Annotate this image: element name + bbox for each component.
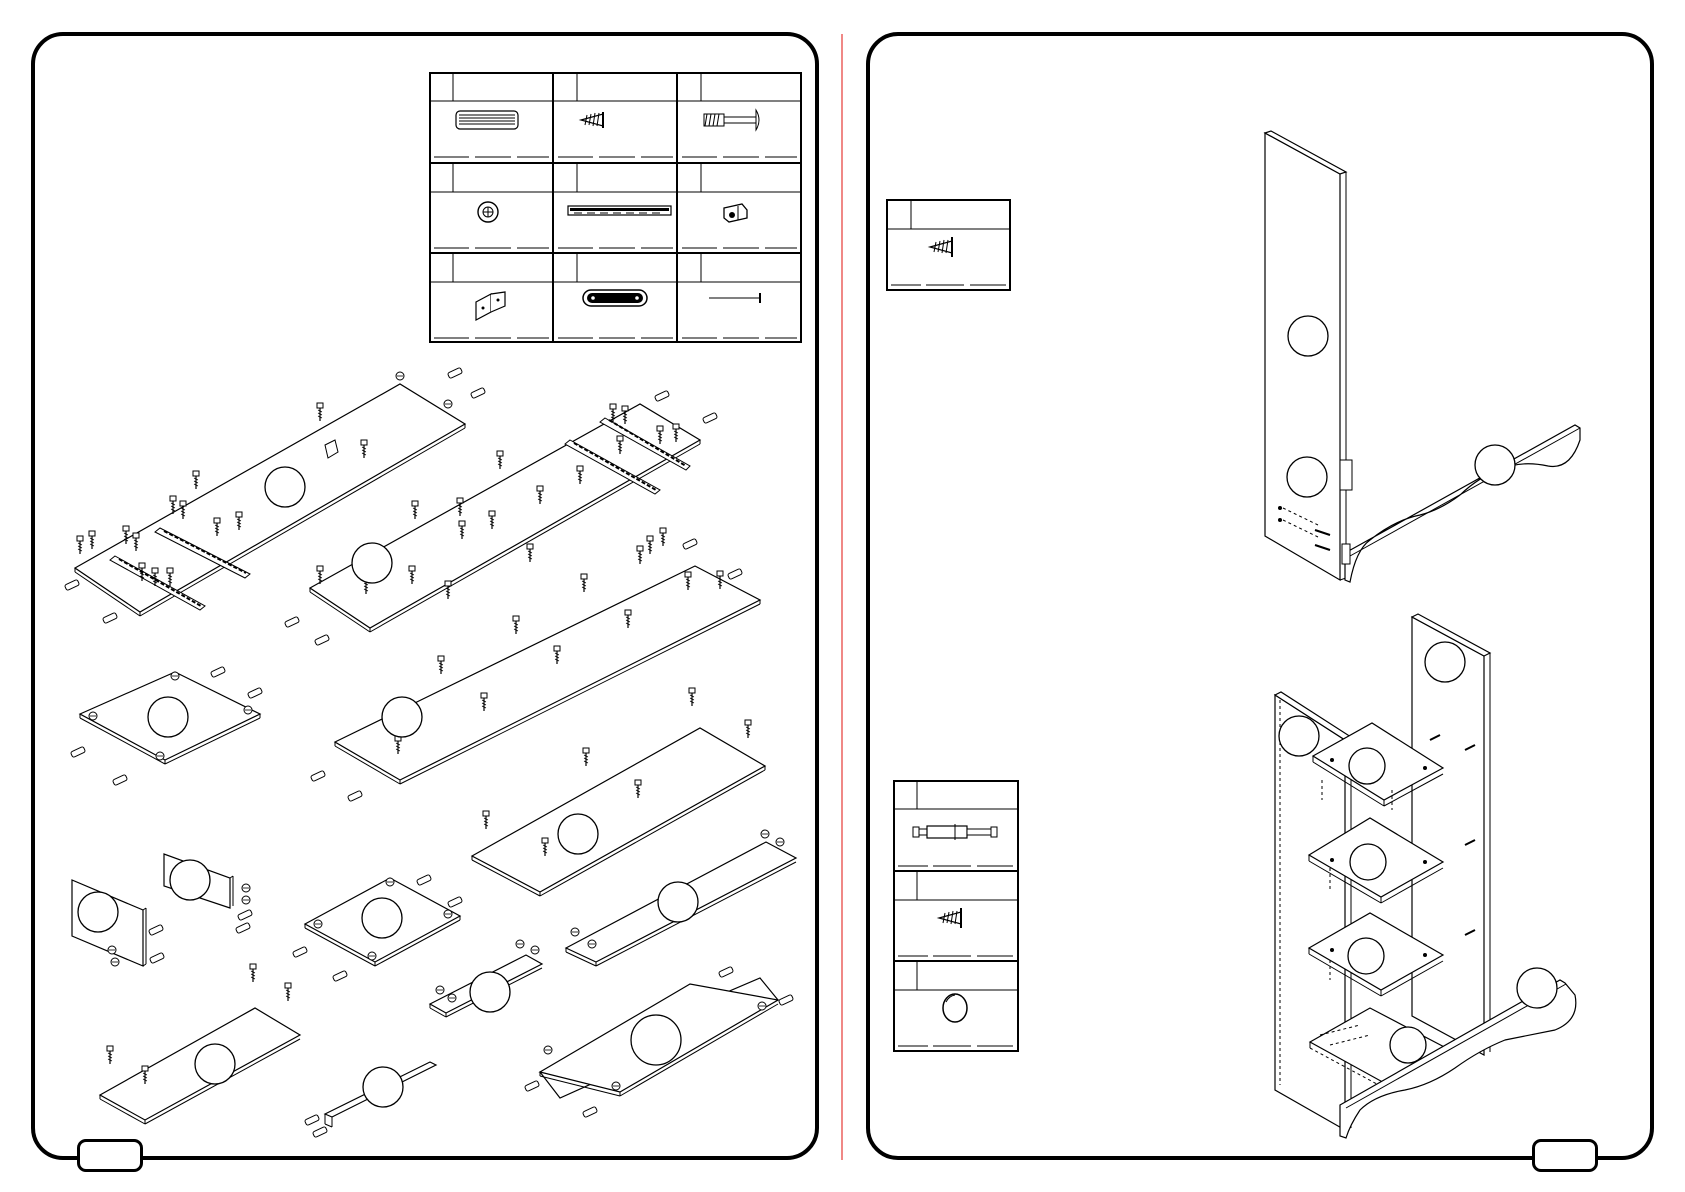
step2-hardware-box <box>893 780 1019 1052</box>
thin-panel-1 <box>100 964 300 1124</box>
step1-hardware-box <box>886 199 1011 291</box>
connector-bolt-icon <box>913 824 997 840</box>
short-screw-icon <box>939 908 961 928</box>
step1-hardware-drawing <box>886 199 1011 291</box>
page-number-tab-right <box>1532 1139 1598 1172</box>
step2-hardware-drawing <box>893 780 1019 1052</box>
cap-cover-icon <box>943 994 967 1022</box>
short-screw-icon <box>930 237 952 257</box>
parts-preparation-diagram <box>0 0 842 1192</box>
